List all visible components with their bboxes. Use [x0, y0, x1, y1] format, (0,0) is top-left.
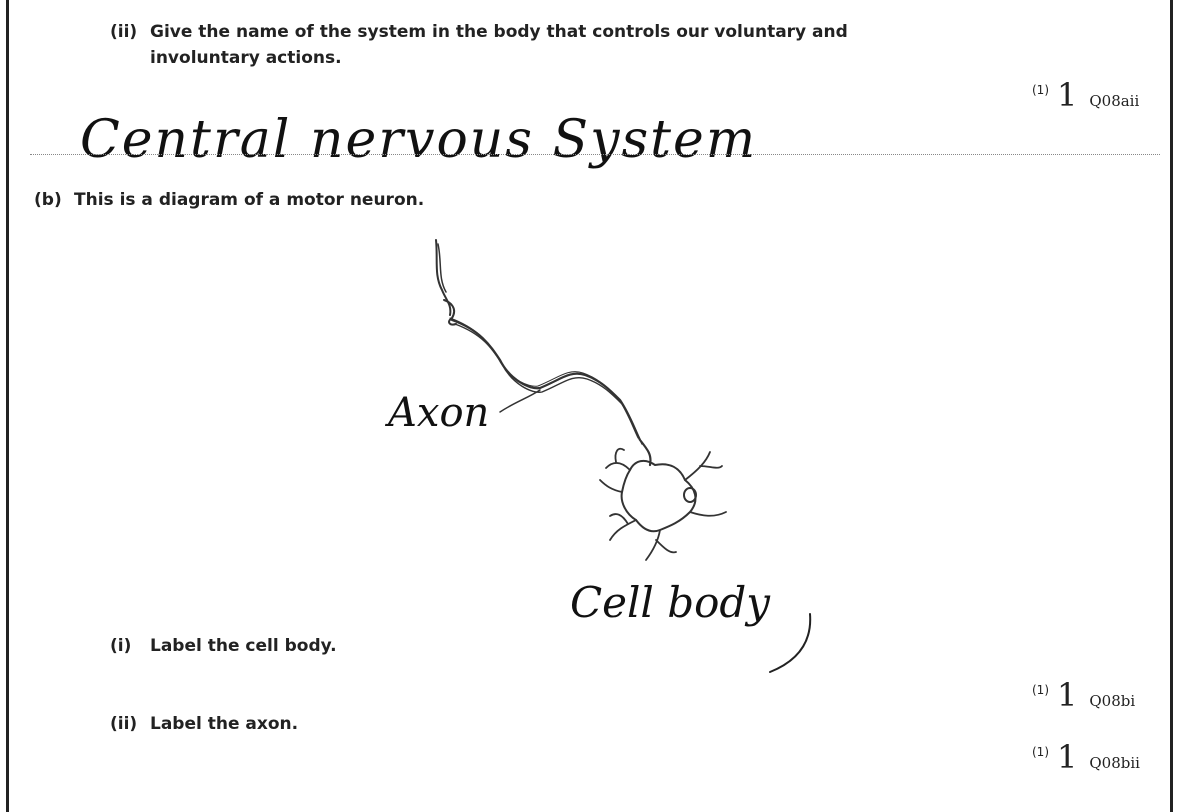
- marks-available: (1): [1032, 683, 1049, 697]
- mark-box-q8bi: (1) 1 Q08bi: [1032, 676, 1135, 714]
- marks-available: (1): [1032, 745, 1049, 759]
- question-8aii-text-line2: involuntary actions.: [150, 48, 342, 68]
- handwritten-answer-q8aii: Central nervous System: [80, 110, 757, 170]
- marks-awarded: 1: [1057, 738, 1077, 776]
- question-8aii: (ii)Give the name of the system in the b…: [110, 20, 848, 44]
- handwritten-label-cell-body: Cell body: [570, 578, 770, 627]
- marks-available: (1): [1032, 83, 1049, 97]
- question-8bii: (ii)Label the axon.: [110, 712, 298, 736]
- question-8b-text: This is a diagram of a motor neuron.: [74, 190, 424, 210]
- question-8aii-number: (ii): [110, 20, 150, 44]
- answer-line: [30, 154, 1160, 155]
- page-right-border: [1170, 0, 1173, 812]
- cell-body-label-flourish: [760, 610, 830, 680]
- page-left-border: [6, 0, 9, 812]
- question-8bi-number: (i): [110, 634, 150, 658]
- question-8b-number: (b): [34, 188, 74, 212]
- handwritten-label-axon: Axon: [388, 390, 489, 436]
- question-8bi-text: Label the cell body.: [150, 636, 337, 656]
- mark-box-q8aii: (1) 1 Q08aii: [1032, 76, 1139, 114]
- marks-awarded: 1: [1057, 76, 1077, 114]
- question-8bi: (i)Label the cell body.: [110, 634, 337, 658]
- question-8aii-line2: involuntary actions.: [150, 46, 342, 70]
- neuron-axon-terminal: [436, 240, 450, 315]
- marks-awarded: 1: [1057, 676, 1077, 714]
- mark-box-q8bii: (1) 1 Q08bii: [1032, 738, 1140, 776]
- question-code: Q08bi: [1089, 692, 1135, 710]
- axon-pointer: [500, 390, 540, 412]
- question-8b: (b)This is a diagram of a motor neuron.: [34, 188, 424, 212]
- question-code: Q08bii: [1089, 754, 1140, 772]
- question-8bii-number: (ii): [110, 712, 150, 736]
- question-8bii-text: Label the axon.: [150, 714, 298, 734]
- question-8aii-text-line1: Give the name of the system in the body …: [150, 22, 848, 42]
- question-code: Q08aii: [1089, 92, 1139, 110]
